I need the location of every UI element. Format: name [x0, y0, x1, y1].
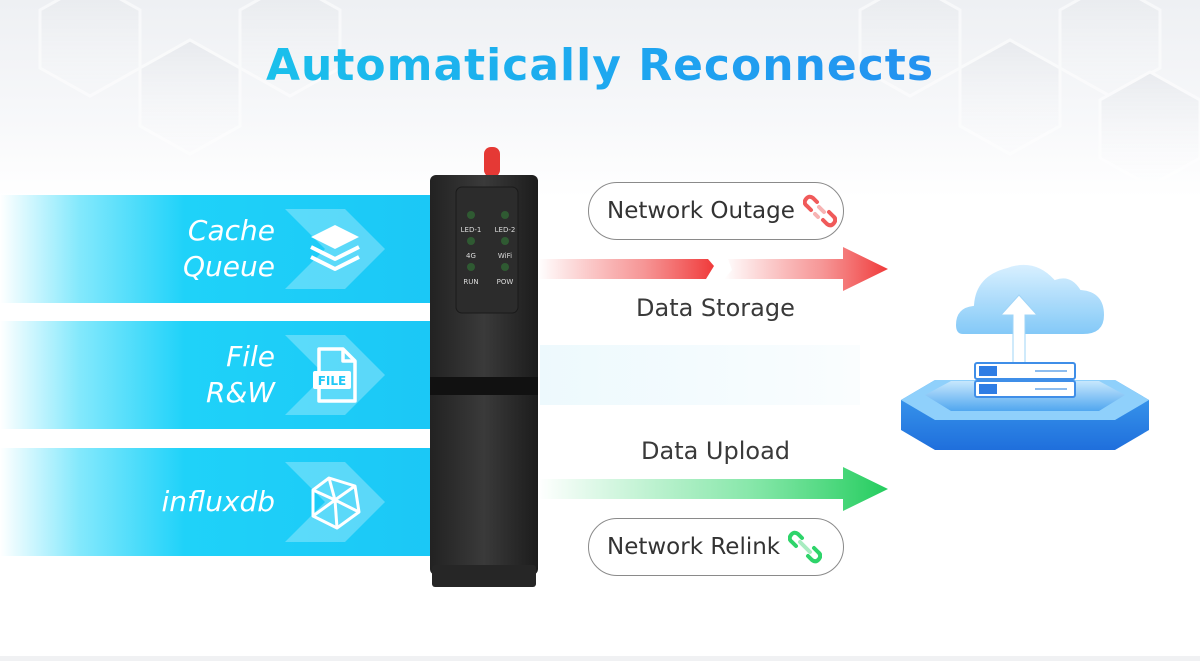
cloud-upload-server-icon [901, 263, 1149, 450]
footer-divider [0, 656, 1200, 661]
led-label: POW [497, 278, 514, 286]
feature-band-cache-queue: Cache Queue [0, 195, 440, 303]
file-icon: FILE [313, 347, 357, 403]
network-relink-pill: Network Relink [588, 518, 844, 576]
gateway-device: LED-1 LED-2 4G WiFi RUN POW [430, 147, 538, 587]
data-upload-arrow [538, 467, 888, 511]
page-title: Automatically Reconnects [0, 40, 1200, 91]
data-upload-label: Data Upload [641, 437, 791, 465]
feature-label: influxdb [161, 485, 275, 518]
feature-band-file-rw: File R&W FILE [0, 321, 440, 429]
feature-label: Cache Queue [183, 214, 275, 283]
led-label: LED-1 [461, 226, 482, 234]
data-storage-label: Data Storage [636, 294, 795, 322]
polyhedron-icon [311, 476, 361, 530]
hexagon-background [38, 0, 1200, 180]
broken-link-icon [802, 194, 837, 228]
led-label: WiFi [498, 252, 512, 260]
feature-label: File R&W [206, 340, 275, 409]
led-label: RUN [463, 278, 478, 286]
stack-layers-icon [310, 225, 360, 271]
link-icon [788, 530, 823, 564]
data-storage-arrow [538, 247, 888, 291]
led-label: LED-2 [495, 226, 516, 234]
file-icon-text: FILE [318, 374, 347, 388]
antenna [484, 147, 500, 177]
network-outage-pill: Network Outage [588, 182, 844, 240]
faint-connector-band [540, 345, 860, 405]
feature-band-influxdb: influxdb [0, 448, 440, 556]
led-label: 4G [466, 252, 476, 260]
